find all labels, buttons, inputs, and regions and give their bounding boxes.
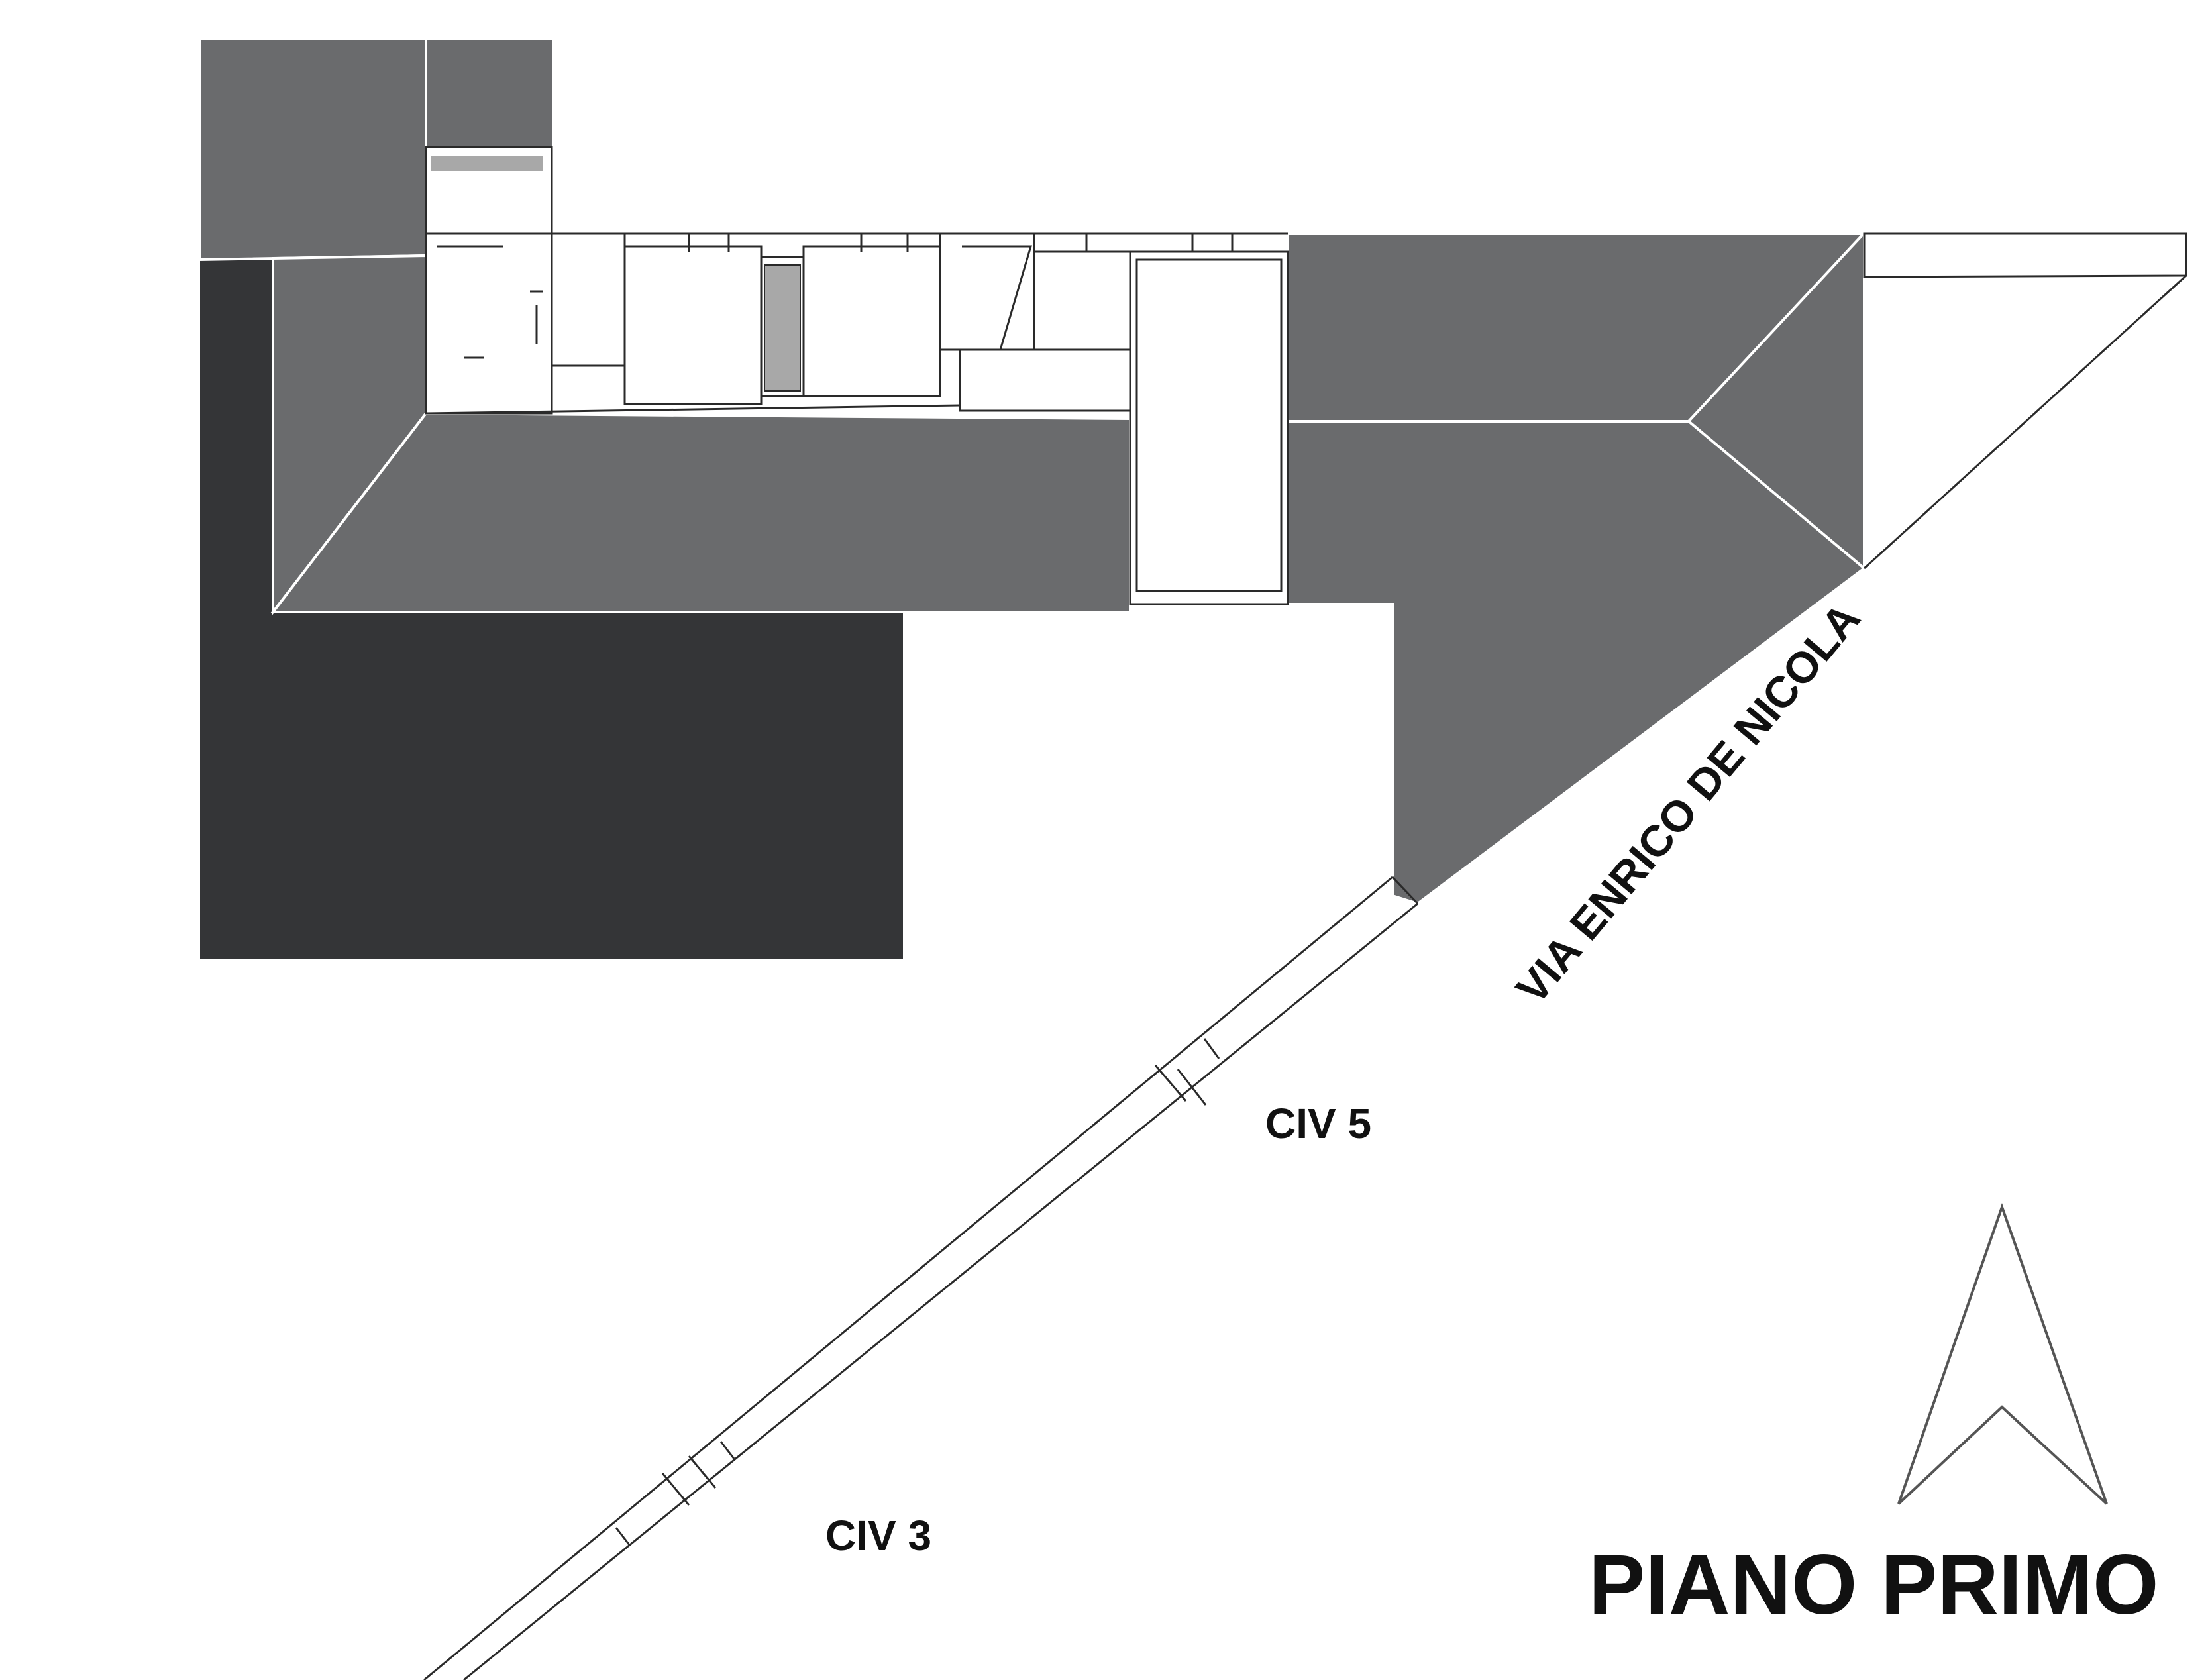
interior-walls	[425, 232, 1288, 415]
road-edge-upper	[1863, 274, 2187, 570]
dark-building-block	[200, 258, 903, 959]
entrance-label-civ5: CIV 5	[1265, 1100, 1371, 1147]
apartment-rooms	[425, 146, 1289, 605]
top-left-roofs	[199, 37, 555, 616]
street-frontage	[423, 876, 1419, 1680]
entrance-marks	[615, 1038, 1220, 1546]
north-arrow-icon	[1897, 1202, 2108, 1505]
balcony-strip	[431, 156, 543, 171]
entrance-label-civ3: CIV 3	[825, 1512, 931, 1559]
page-title: PIANO PRIMO	[1589, 1538, 2159, 1632]
courtyard-strip	[1863, 232, 2187, 278]
stair-strip	[764, 264, 801, 392]
main-roof	[270, 411, 1131, 613]
